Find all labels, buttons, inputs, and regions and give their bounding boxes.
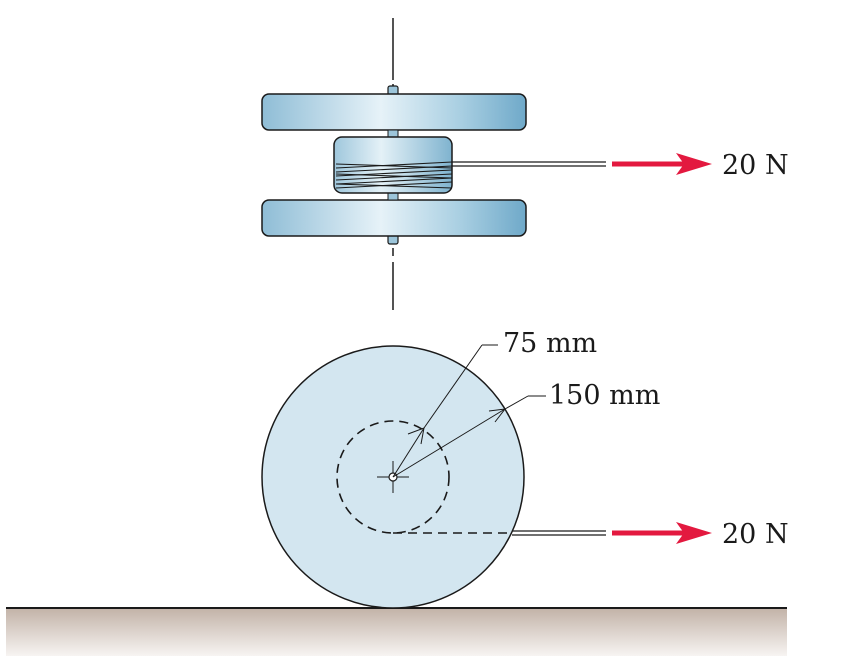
outer-radius-label: 150 mm (549, 380, 660, 411)
outer-radius-dimension (392, 395, 546, 478)
spool-side-view: 20 N (261, 18, 789, 310)
inner-hub-circle (336, 420, 450, 534)
cord-windings (335, 161, 453, 189)
ground (6, 608, 787, 656)
force-label-bottom: 20 N (722, 519, 789, 550)
inner-radius-label: 75 mm (503, 328, 597, 359)
force-arrow-top (612, 153, 712, 175)
upper-flange (261, 93, 527, 131)
force-arrow-bottom (612, 522, 712, 544)
lower-flange (261, 199, 527, 237)
force-label-top: 20 N (722, 150, 789, 181)
spool-front-view: 75 mm 150 mm 20 N (6, 328, 789, 656)
inner-radius-dimension (392, 344, 498, 478)
